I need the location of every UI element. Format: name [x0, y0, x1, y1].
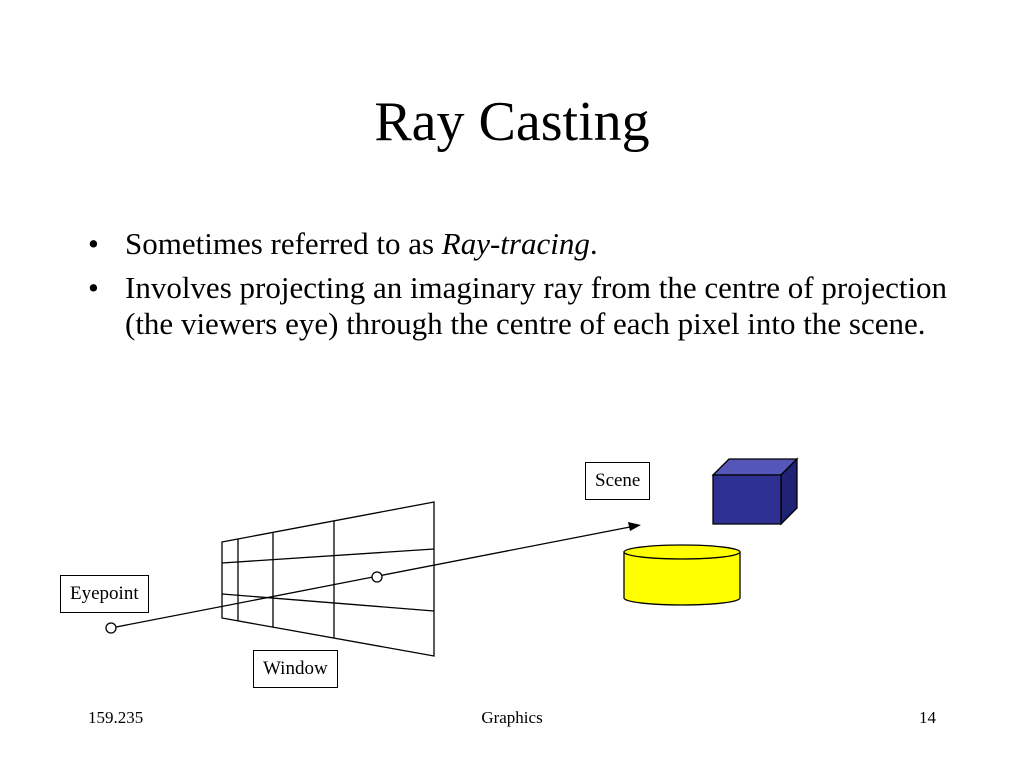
yellow-cylinder [623, 544, 741, 606]
window-frame [221, 501, 435, 657]
grid-horizontal-line [221, 548, 435, 564]
footer-right: 14 [919, 708, 936, 727]
ray-arrowhead-icon [628, 522, 641, 531]
footer-center: Graphics [481, 708, 543, 727]
bullet-dot-icon: • [88, 226, 99, 261]
bullet-dot-icon: • [88, 270, 99, 305]
bullet-emphasis: Ray-tracing [441, 226, 590, 261]
ray-casting-diagram: Scene Eyepoint Window [0, 440, 1024, 700]
slide-title: Ray Casting [374, 91, 650, 153]
scene-label: Scene [585, 462, 651, 500]
diagram-svg [105, 457, 799, 657]
bullet-item: • Involves projecting an imaginary ray f… [88, 270, 948, 342]
pixel-centre-marker-icon [371, 571, 383, 583]
bullet-text-end: . [589, 226, 598, 261]
bullet-list: • Sometimes referred to as Ray-tracing. … [88, 226, 948, 350]
cube-front-face [712, 474, 782, 525]
bullet-item: • Sometimes referred to as Ray-tracing. [88, 226, 948, 262]
eyepoint-label: Eyepoint [60, 575, 149, 613]
footer-left: 159.235 [88, 708, 144, 727]
ray [105, 522, 641, 634]
cylinder-body [623, 551, 741, 606]
blue-cube [711, 457, 799, 526]
window-grid [221, 501, 435, 657]
cylinder-top [623, 544, 741, 560]
bullet-text: Sometimes referred to as [125, 226, 442, 261]
eyepoint-marker-icon [105, 622, 117, 634]
ray-line [110, 526, 631, 629]
window-label: Window [253, 650, 338, 688]
grid-horizontal-line [221, 593, 435, 612]
bullet-text: Involves projecting an imaginary ray fro… [125, 270, 948, 341]
